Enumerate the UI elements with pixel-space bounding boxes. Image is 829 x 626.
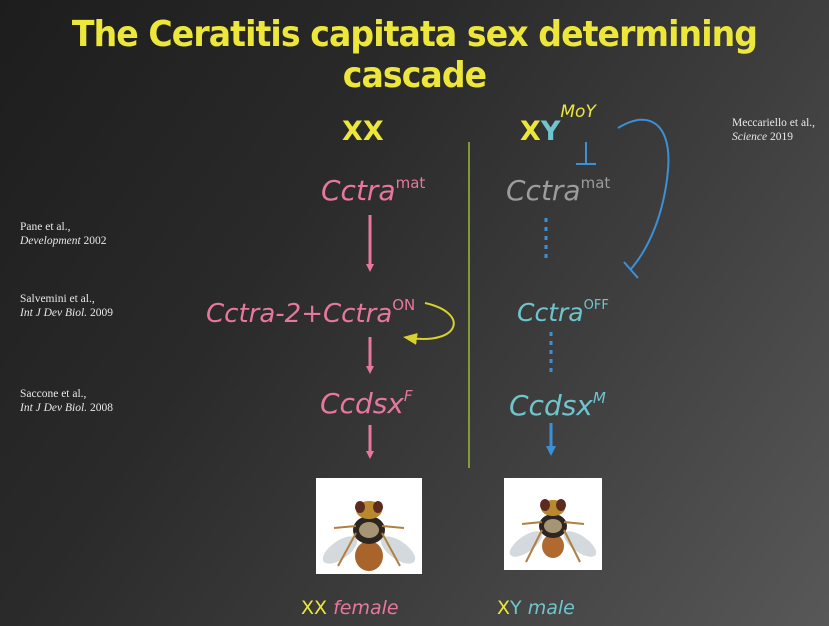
gene-prefix: Cctra-2+ — [206, 299, 323, 329]
gene-superscript: mat — [581, 174, 611, 192]
gene-superscript: OFF — [584, 298, 609, 313]
male-label-x: X — [497, 597, 510, 619]
gene-name: Cctra — [517, 298, 584, 327]
male-label-y: Y — [510, 597, 522, 619]
gene-name: Ccdsx — [509, 389, 593, 422]
gene-superscript: M — [593, 389, 606, 407]
female-ccdsx-f: CcdsxF — [320, 381, 413, 419]
male-cctra-mat: Cctramat — [506, 168, 610, 206]
female-label-sex: female — [333, 597, 399, 619]
male-header-x: X — [520, 116, 541, 147]
gene-superscript: ON — [392, 296, 415, 314]
autoregulation-arrow — [410, 303, 454, 339]
gene-name: Cctra — [323, 299, 392, 329]
gene-superscript: mat — [396, 174, 426, 192]
female-cctra-mat: Cctramat — [321, 168, 425, 206]
female-fly-icon — [316, 478, 422, 574]
female-fly-photo — [316, 478, 422, 574]
female-label: XX female — [301, 597, 399, 619]
gene-superscript: F — [404, 387, 413, 405]
female-karyotype-header: XX — [342, 116, 384, 147]
male-label-sex: male — [528, 597, 575, 619]
gene-name: Cctra — [506, 174, 581, 207]
male-karyotype-header: XYMoY — [520, 104, 596, 147]
male-label: XY male — [497, 597, 575, 619]
male-fly-photo — [504, 478, 602, 570]
male-fly-icon — [504, 478, 602, 570]
male-header-moy: MoY — [560, 102, 595, 122]
female-label-karyotype: XX — [301, 597, 327, 619]
gene-name: Ccdsx — [320, 387, 404, 420]
male-header-y: Y — [541, 116, 561, 147]
male-cctra-off: CctraOFF — [517, 291, 609, 328]
gene-name: Cctra — [321, 174, 396, 207]
female-cctra-on: Cctra-2+CctraON — [206, 290, 415, 329]
moy-curved-inhibit — [618, 120, 668, 270]
male-ccdsx-m: CcdsxM — [509, 383, 606, 421]
